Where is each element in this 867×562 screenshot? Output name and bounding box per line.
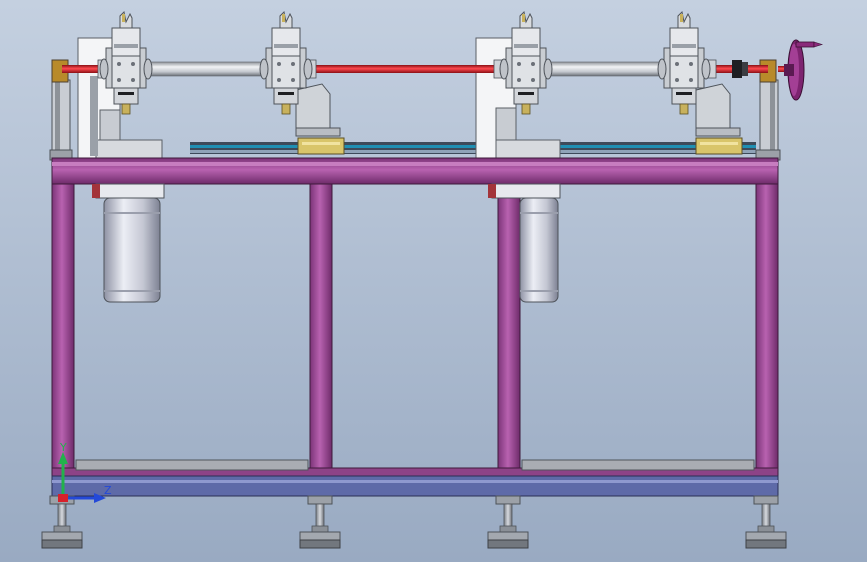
- shaft-steel-2: [539, 61, 675, 77]
- shaft-red-left: [62, 65, 112, 73]
- clamp-head-3: [499, 10, 553, 115]
- rail-slide-blocks: [297, 137, 743, 155]
- axis-z-label: Z: [104, 484, 112, 497]
- axis-triad: Y Z: [58, 441, 112, 503]
- leveling-foot-4: [745, 495, 787, 549]
- base-beam: [51, 475, 779, 497]
- clamp-heads: [99, 10, 711, 115]
- clamp-head-4: [657, 10, 711, 115]
- motor-right: [488, 183, 561, 303]
- motor-left: [92, 183, 165, 303]
- clamp-head-2: [259, 10, 313, 115]
- bottom-shelves: [75, 459, 755, 471]
- frame-leg-2: [309, 183, 333, 477]
- left-station-frame: [77, 37, 163, 161]
- main-frame: [51, 157, 779, 479]
- shaft-steel-1: [139, 61, 277, 77]
- top-rail: [190, 142, 756, 154]
- angle-brackets: [295, 83, 741, 137]
- handwheel: [784, 39, 824, 101]
- clamp-head-1: [99, 10, 153, 115]
- left-end-support: [49, 59, 73, 161]
- frame-leg-4: [755, 183, 779, 477]
- leveling-foot-2: [299, 495, 341, 549]
- frame-leg-3: [497, 183, 521, 477]
- axis-y-label: Y: [59, 441, 67, 454]
- shaft-red-mid: [314, 65, 500, 73]
- frame-leg-1: [51, 183, 75, 477]
- right-end-support: [755, 59, 781, 161]
- leveling-foot-3: [487, 495, 529, 549]
